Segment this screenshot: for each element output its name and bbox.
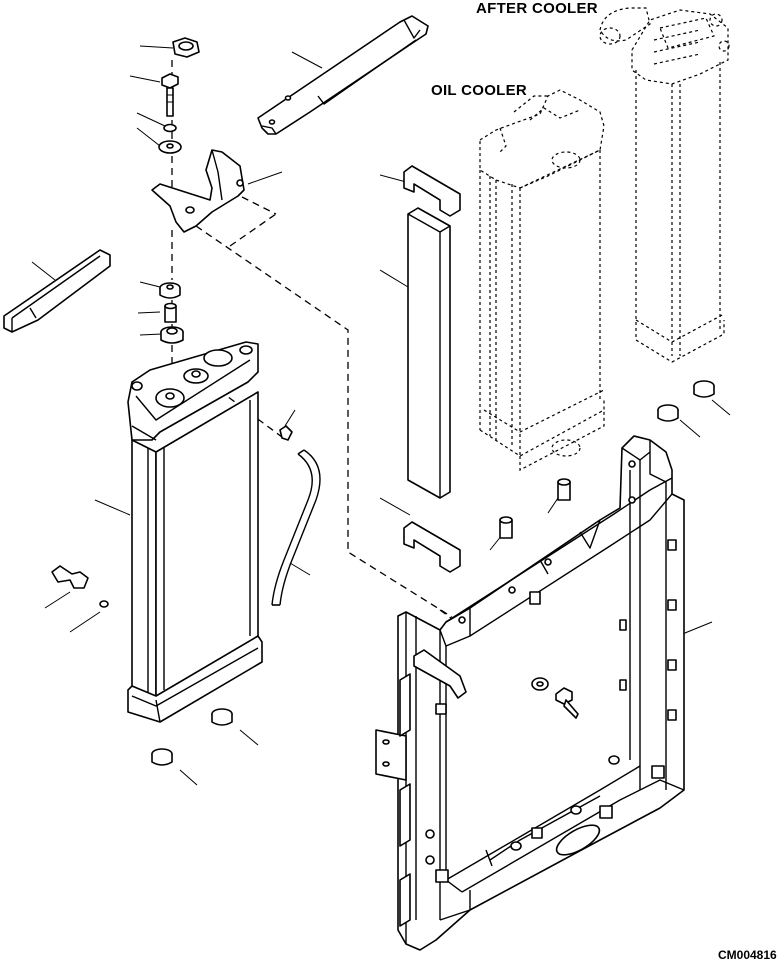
left-seal-strip bbox=[3, 249, 111, 333]
radiator-cap-bolt-stack bbox=[158, 37, 200, 154]
oil-cooler bbox=[479, 89, 605, 471]
hose-clip bbox=[279, 425, 293, 441]
leader-lines bbox=[31, 45, 731, 786]
frame-bolt-washer bbox=[531, 677, 579, 719]
drawing-code-label: CM004816 bbox=[718, 948, 777, 962]
top-shroud-bar bbox=[257, 15, 429, 135]
seal-channel-top bbox=[403, 165, 461, 217]
radiator-mount-rubbers bbox=[151, 708, 233, 766]
drain-cock bbox=[51, 565, 109, 608]
cooler-spacers bbox=[499, 380, 715, 539]
after-cooler bbox=[599, 7, 730, 363]
cooler-frame bbox=[375, 435, 685, 951]
seal-pad bbox=[407, 207, 451, 499]
seal-channel-bottom bbox=[403, 521, 461, 573]
overflow-hose bbox=[271, 449, 321, 606]
after-cooler-label: AFTER COOLER bbox=[476, 0, 598, 17]
oil-cooler-label: OIL COOLER bbox=[431, 82, 528, 99]
radiator-core bbox=[127, 341, 263, 723]
mid-fastener-stack bbox=[159, 282, 184, 344]
mounting-bracket bbox=[151, 149, 245, 233]
